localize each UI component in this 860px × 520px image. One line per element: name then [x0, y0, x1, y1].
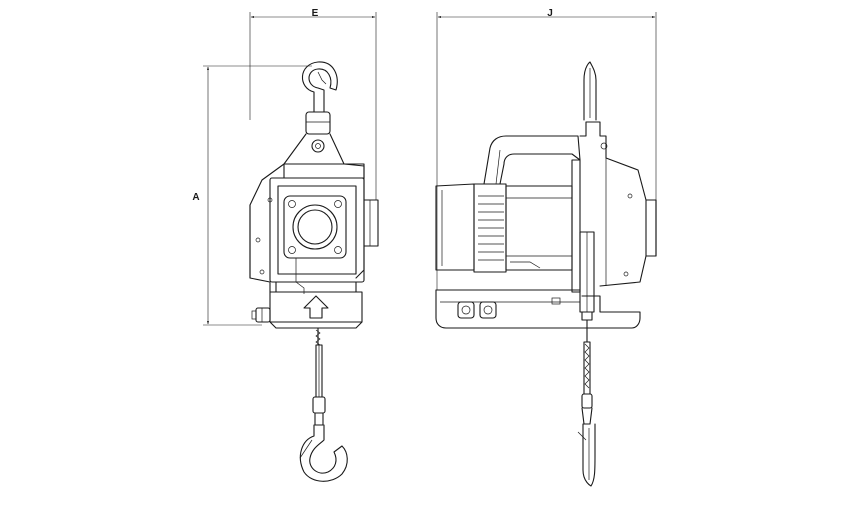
- cooling-fins: [478, 195, 504, 261]
- side-view: [435, 61, 657, 487]
- dimension-e: E: [249, 8, 377, 200]
- front-view: [249, 61, 379, 482]
- dimension-j: J: [436, 8, 657, 290]
- cable-glands: [457, 301, 497, 319]
- dimension-a: A: [192, 65, 312, 326]
- dimension-e-label: E: [312, 8, 319, 19]
- dimension-j-label: J: [547, 8, 553, 19]
- dimension-a-label: A: [192, 192, 199, 203]
